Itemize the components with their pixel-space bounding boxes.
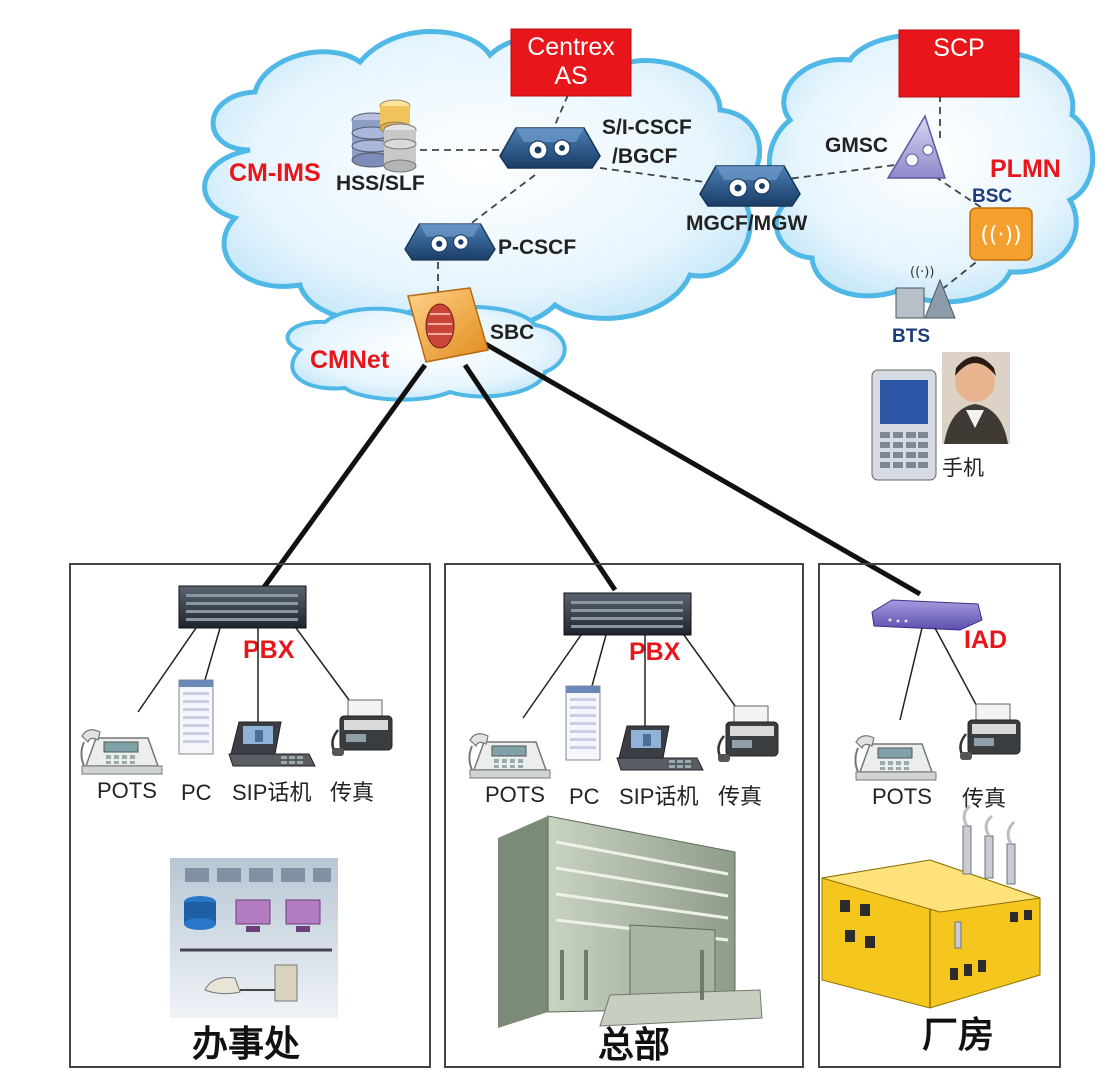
- scp-node: SCP: [898, 29, 1020, 98]
- p-cscf-router-icon: [404, 223, 496, 261]
- site-2-device-3: 传真: [718, 784, 762, 809]
- mgcf-mgw-label: MGCF/MGW: [686, 212, 807, 235]
- pbx-device-icon: [178, 585, 307, 629]
- bsc-antenna-icon: ((·)): [969, 207, 1033, 261]
- s-i-cscf-router-icon: [499, 127, 601, 169]
- site-2-device-2: SIP话机: [619, 784, 698, 809]
- scp-label: SCP: [933, 34, 984, 62]
- site-2-sip-phone-icon: [616, 725, 704, 771]
- svg-text:((·)): ((·)): [980, 223, 1021, 248]
- headquarters-building-icon: [498, 815, 763, 1028]
- sbc-label: SBC: [490, 321, 534, 344]
- mobile-label: 手机: [942, 457, 984, 480]
- site-2-name: 总部: [598, 1025, 670, 1066]
- centrex-as-label-2: AS: [554, 62, 587, 90]
- site-1-device-0: POTS: [97, 778, 157, 803]
- site-2-device-1: PC: [569, 784, 600, 809]
- site-3-gateway-label: IAD: [964, 626, 1007, 654]
- s-i-cscf-label: S/I-CSCF: [602, 116, 692, 139]
- p-cscf-label: P-CSCF: [498, 236, 576, 259]
- site-box-factory: [818, 563, 1061, 1068]
- bts-tower-icon: ((·)): [895, 265, 956, 319]
- mobile-user-person-icon: [942, 352, 1010, 444]
- plmn-label: PLMN: [990, 155, 1061, 183]
- site-3-device-links: [899, 627, 981, 721]
- site-3-fax-icon: [958, 702, 1022, 762]
- site-1-gateway-label: PBX: [243, 636, 295, 664]
- site-2-device-links: [522, 634, 739, 726]
- bsc-label: BSC: [972, 186, 1012, 207]
- site-box-headquarters: [444, 563, 804, 1068]
- cmnet-label: CMNet: [310, 346, 390, 374]
- site-2-fax-icon: [716, 704, 780, 764]
- mgcf-mgw-router-icon: [699, 165, 801, 207]
- site-1-pots-phone-icon: [80, 728, 163, 775]
- site-2-device-0: POTS: [485, 782, 545, 807]
- site-2-gateway-label: PBX: [629, 638, 681, 666]
- access-links: [259, 339, 922, 597]
- site-1-device-2: SIP话机: [232, 780, 311, 805]
- site-1-fax-icon: [330, 698, 394, 758]
- site-2-pc-icon: [565, 685, 601, 761]
- site-3-name: 厂房: [922, 1015, 994, 1056]
- centrex-as-label-1: Centrex: [527, 33, 615, 61]
- site-1-sip-phone-icon: [228, 721, 316, 767]
- site-1-name: 办事处: [192, 1024, 300, 1065]
- bts-label: BTS: [892, 326, 930, 347]
- site-1-device-3: 传真: [330, 780, 374, 805]
- site-2-pots-phone-icon: [468, 732, 551, 779]
- gmsc-switch-icon: [886, 114, 947, 179]
- hss-slf-label: HSS/SLF: [336, 172, 425, 195]
- site-box-office: [69, 563, 431, 1068]
- site-1-device-1: PC: [181, 780, 212, 805]
- pbx-device-icon: [563, 592, 692, 636]
- bgcf-label: /BGCF: [612, 145, 678, 168]
- site-1-pc-icon: [178, 679, 214, 755]
- sbc-firewall-icon: [407, 287, 489, 363]
- hss-slf-database-icon: [351, 99, 417, 173]
- site-3-device-0: POTS: [872, 784, 932, 809]
- svg-text:((·)): ((·)): [910, 265, 934, 280]
- site-1-device-links: [137, 627, 353, 722]
- gmsc-label: GMSC: [825, 134, 888, 157]
- cm-ims-label: CM-IMS: [229, 159, 321, 187]
- site-3-pots-phone-icon: [854, 734, 937, 781]
- mobile-phone-icon: [871, 369, 937, 481]
- iad-device-icon: [871, 599, 983, 631]
- factory-building-icon: [821, 804, 1041, 1009]
- centrex-as-node: Centrex AS: [510, 28, 632, 97]
- office-building-icon: [170, 858, 338, 1018]
